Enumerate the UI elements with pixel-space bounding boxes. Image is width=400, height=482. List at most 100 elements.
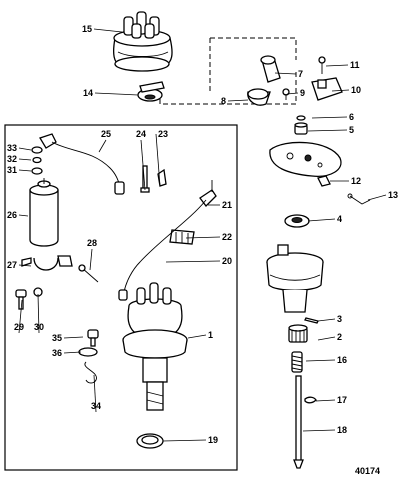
clip-and-spring xyxy=(317,175,371,205)
leader-line-36 xyxy=(63,351,82,354)
callout-16: 16 xyxy=(337,355,347,365)
lead-terminal xyxy=(118,289,128,301)
callout-4: 4 xyxy=(337,214,342,224)
leader-line-28 xyxy=(89,248,93,271)
leader-line-33 xyxy=(18,147,32,151)
breaker-plate xyxy=(269,141,342,177)
leader-line-3 xyxy=(317,318,336,322)
leader-line-32 xyxy=(18,158,32,161)
leader-line-17 xyxy=(315,399,336,402)
callout-35: 35 xyxy=(52,333,62,343)
cam-washer xyxy=(284,214,310,228)
callout-19: 19 xyxy=(208,435,218,445)
distributor-cap-top xyxy=(113,11,173,72)
callout-10: 10 xyxy=(351,85,361,95)
ignition-group-frame xyxy=(4,124,238,471)
o-ring xyxy=(136,433,164,449)
callout-33: 33 xyxy=(7,143,17,153)
wire-separator xyxy=(169,229,195,245)
leader-line-16 xyxy=(305,359,336,362)
leader-line-26 xyxy=(18,214,29,217)
leader-line-1 xyxy=(187,334,207,339)
leader-line-20 xyxy=(165,260,221,263)
callout-30: 30 xyxy=(34,322,44,332)
callout-12: 12 xyxy=(351,176,361,186)
spark-plug-boot xyxy=(199,180,217,207)
callout-26: 26 xyxy=(7,210,17,220)
callout-29: 29 xyxy=(14,322,24,332)
leader-line-8 xyxy=(227,99,249,102)
callout-8: 8 xyxy=(221,96,226,106)
callout-27: 27 xyxy=(7,260,17,270)
callout-15: 15 xyxy=(82,24,92,34)
drive-gear xyxy=(288,324,308,343)
leader-line-23 xyxy=(155,133,161,187)
leader-line-19 xyxy=(162,439,207,442)
leader-line-22 xyxy=(185,236,221,239)
callout-9: 9 xyxy=(300,88,305,98)
callout-31: 31 xyxy=(7,165,17,175)
callout-20: 20 xyxy=(222,256,232,266)
callout-2: 2 xyxy=(337,332,342,342)
distributor-housing xyxy=(266,244,324,313)
high-tension-lead xyxy=(123,199,207,293)
coil-wire xyxy=(39,133,125,195)
coil-bracket xyxy=(21,255,73,271)
callout-24: 24 xyxy=(136,129,146,139)
leader-line-10 xyxy=(331,89,350,92)
reference-number: 40174 xyxy=(355,466,380,476)
roll-pin xyxy=(304,317,319,324)
callout-14: 14 xyxy=(83,88,93,98)
callout-13: 13 xyxy=(388,190,398,200)
leader-line-13 xyxy=(367,194,387,201)
callout-18: 18 xyxy=(337,425,347,435)
leader-line-27 xyxy=(18,264,32,267)
shaft-spring xyxy=(291,351,303,373)
leader-line-31 xyxy=(18,169,32,172)
callout-22: 22 xyxy=(222,232,232,242)
hold-down-clamp xyxy=(78,329,99,384)
bushings xyxy=(294,115,308,135)
ignition-coil xyxy=(29,178,59,247)
callout-23: 23 xyxy=(158,129,168,139)
leader-line-5 xyxy=(307,129,348,132)
drive-shaft xyxy=(293,375,304,469)
callout-21: 21 xyxy=(222,200,232,210)
coil-terminal-hardware xyxy=(31,146,43,175)
leader-line-25 xyxy=(98,139,107,153)
trigger-assembly xyxy=(247,55,290,106)
bracket-screw xyxy=(15,287,43,310)
leader-line-7 xyxy=(274,72,297,75)
leader-line-2 xyxy=(317,336,336,341)
leader-line-34 xyxy=(93,374,97,413)
leader-line-11 xyxy=(325,64,349,67)
distributor-assembly xyxy=(122,282,188,411)
callout-28: 28 xyxy=(87,238,97,248)
callout-7: 7 xyxy=(298,69,303,79)
leader-line-29 xyxy=(18,299,23,334)
bracket-bolt xyxy=(78,264,99,283)
leader-line-6 xyxy=(311,116,348,119)
callout-6: 6 xyxy=(349,112,354,122)
leader-line-15 xyxy=(93,28,123,33)
rotor xyxy=(137,81,165,102)
callout-11: 11 xyxy=(350,60,360,70)
callout-1: 1 xyxy=(208,330,213,340)
shaft-clip xyxy=(304,396,317,404)
leader-line-4 xyxy=(307,218,336,222)
leader-line-30 xyxy=(37,293,40,334)
callout-34: 34 xyxy=(91,401,101,411)
leader-line-9 xyxy=(286,92,299,95)
callout-5: 5 xyxy=(349,125,354,135)
leader-line-18 xyxy=(302,429,336,432)
leader-line-24 xyxy=(140,139,146,191)
pickup-module xyxy=(311,56,343,101)
callout-3: 3 xyxy=(337,314,342,324)
callout-25: 25 xyxy=(101,129,111,139)
leader-line-35 xyxy=(63,336,84,339)
callout-32: 32 xyxy=(7,154,17,164)
callout-17: 17 xyxy=(337,395,347,405)
callout-36: 36 xyxy=(52,348,62,358)
